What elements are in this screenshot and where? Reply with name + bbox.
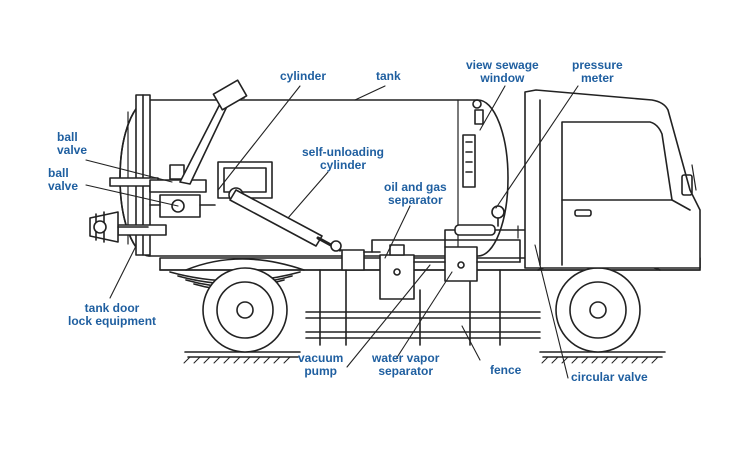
label-vacuum-pump: vacuum pump <box>298 351 344 378</box>
rear-outlet-valve <box>89 211 149 243</box>
label-ball-valve-2: ball valve <box>48 166 79 193</box>
label-water-vapor-separator: water vapor separator <box>372 351 440 378</box>
label-oil-gas-separator: oil and gas separator <box>384 180 447 207</box>
label-tank: tank <box>376 69 401 83</box>
front-wheel <box>537 257 661 353</box>
label-pressure-meter: pressure meter <box>572 58 623 85</box>
label-ball-valve-1: ball valve <box>57 130 88 157</box>
truck-cab <box>524 89 701 269</box>
self-unloading-cylinder <box>229 189 342 252</box>
view-window <box>462 99 484 188</box>
label-circular-valve: circular valve <box>571 370 648 384</box>
label-cylinder: cylinder <box>280 69 327 83</box>
label-view-sewage-window: view sewage window <box>466 58 539 85</box>
label-self-unloading-cylinder: self-unloading cylinder <box>302 145 384 172</box>
leader-lines <box>85 85 579 379</box>
label-fence: fence <box>490 363 522 377</box>
rear-wheel <box>185 258 305 353</box>
side-fence <box>305 269 541 346</box>
label-tank-door-lock: tank door lock equipment <box>68 301 157 328</box>
inlet-pipe <box>179 79 248 185</box>
